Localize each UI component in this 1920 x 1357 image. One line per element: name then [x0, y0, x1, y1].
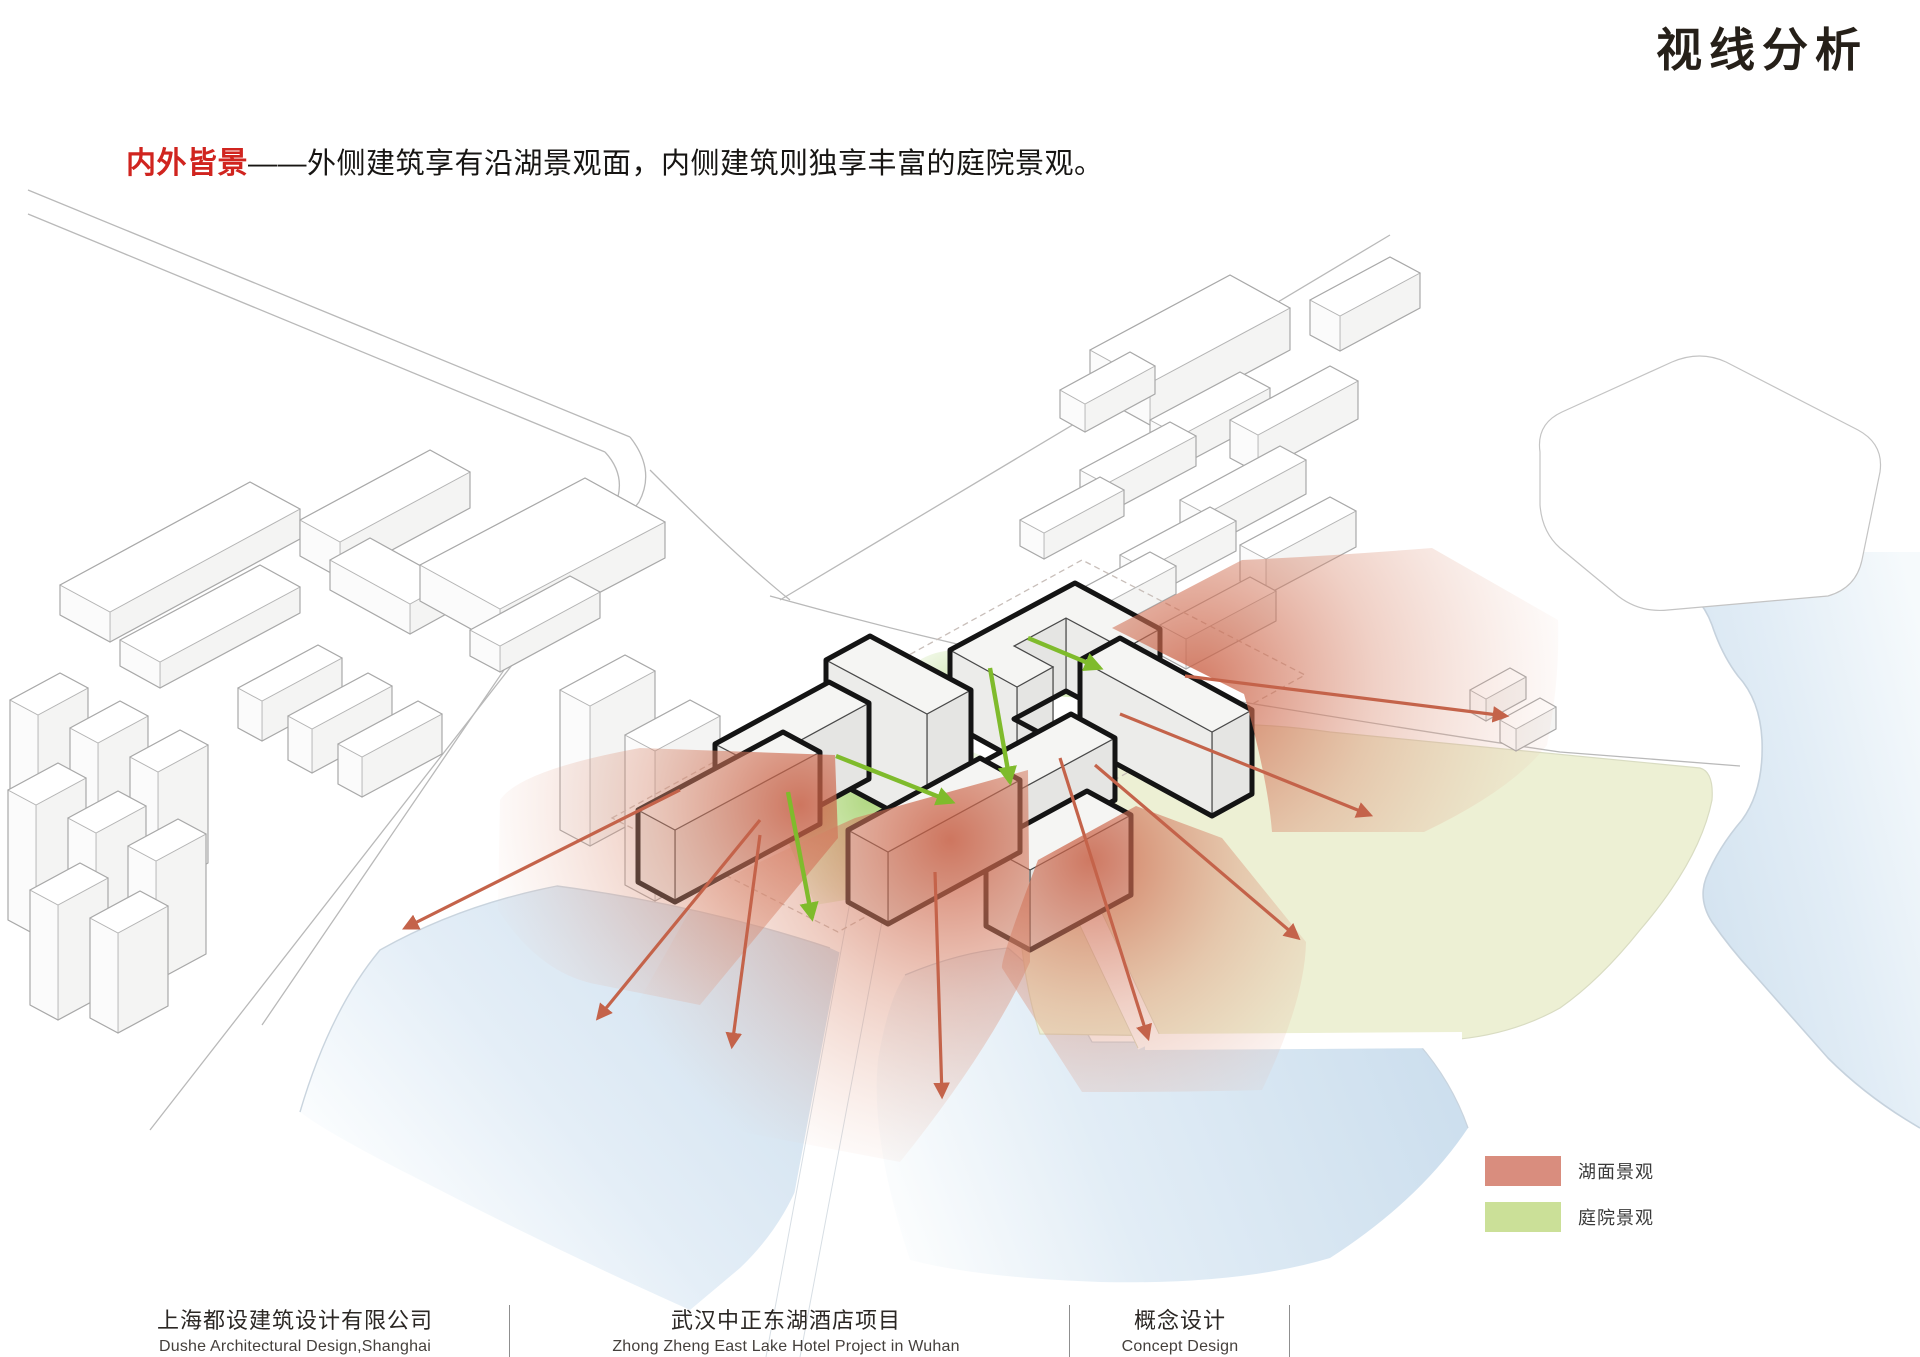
legend-item-lake-view: 湖面景观 — [1485, 1156, 1654, 1186]
lake-view-label: 湖面景观 — [1578, 1162, 1654, 1182]
footer-divider — [509, 1305, 510, 1357]
context-building-block — [287, 672, 393, 774]
lake-view-arrows — [402, 674, 1510, 1100]
footer-phase: 概念设计 Concept Design — [1060, 1303, 1300, 1356]
footer-company-zh: 上海都设建筑设计有限公司 — [156, 1308, 433, 1333]
legend: 湖面景观 庭院景观 — [1485, 1156, 1654, 1248]
lake-east — [1575, 552, 1920, 1128]
footer-divider — [1069, 1305, 1070, 1357]
context-building-block — [237, 644, 343, 742]
page-title: 视线分析 — [1656, 25, 1868, 76]
footer-company-en: Dushe Architectural Design,Shanghai — [158, 1338, 432, 1355]
context-building-block — [1059, 351, 1156, 433]
heading-highlight: 内外皆景 — [126, 147, 248, 180]
courtyard-view-arrows — [785, 635, 1104, 922]
footer-phase-en: Concept Design — [1121, 1338, 1239, 1355]
base-map — [27, 189, 1920, 1357]
lake-south — [876, 948, 1468, 1283]
footer-project: 武汉中正东湖酒店项目 Zhong Zheng East Lake Hotel P… — [576, 1303, 996, 1356]
park-outline — [1538, 355, 1882, 612]
context-building-block — [89, 890, 169, 1034]
heading: 内外皆景——外侧建筑享有沿湖景观面，内侧建筑则独享丰富的庭院景观。 — [126, 138, 1104, 182]
heading-text: ——外侧建筑享有沿湖景观面，内侧建筑则独享丰富的庭院景观。 — [248, 148, 1104, 180]
context-building-block — [1309, 256, 1421, 352]
footer-project-zh: 武汉中正东湖酒店项目 — [670, 1308, 901, 1333]
context-building-block — [469, 575, 601, 673]
courtyard-view-label: 庭院景观 — [1578, 1208, 1654, 1228]
hotel-building-block — [1077, 635, 1255, 819]
footer-divider — [1289, 1305, 1290, 1357]
footer-project-en: Zhong Zheng East Lake Hotel Project in W… — [612, 1338, 960, 1355]
context-building-block — [337, 700, 443, 798]
footer-company: 上海都设建筑设计有限公司 Dushe Architectural Design,… — [95, 1303, 495, 1356]
context-building-block — [1019, 476, 1125, 560]
context-building-block — [119, 564, 301, 689]
legend-item-courtyard-view: 庭院景观 — [1485, 1202, 1654, 1232]
lake-view-swatch — [1485, 1156, 1561, 1186]
lake-view-fans — [498, 548, 1559, 1162]
footer-phase-zh: 概念设计 — [1133, 1308, 1226, 1333]
courtyard-view-swatch — [1485, 1202, 1561, 1232]
